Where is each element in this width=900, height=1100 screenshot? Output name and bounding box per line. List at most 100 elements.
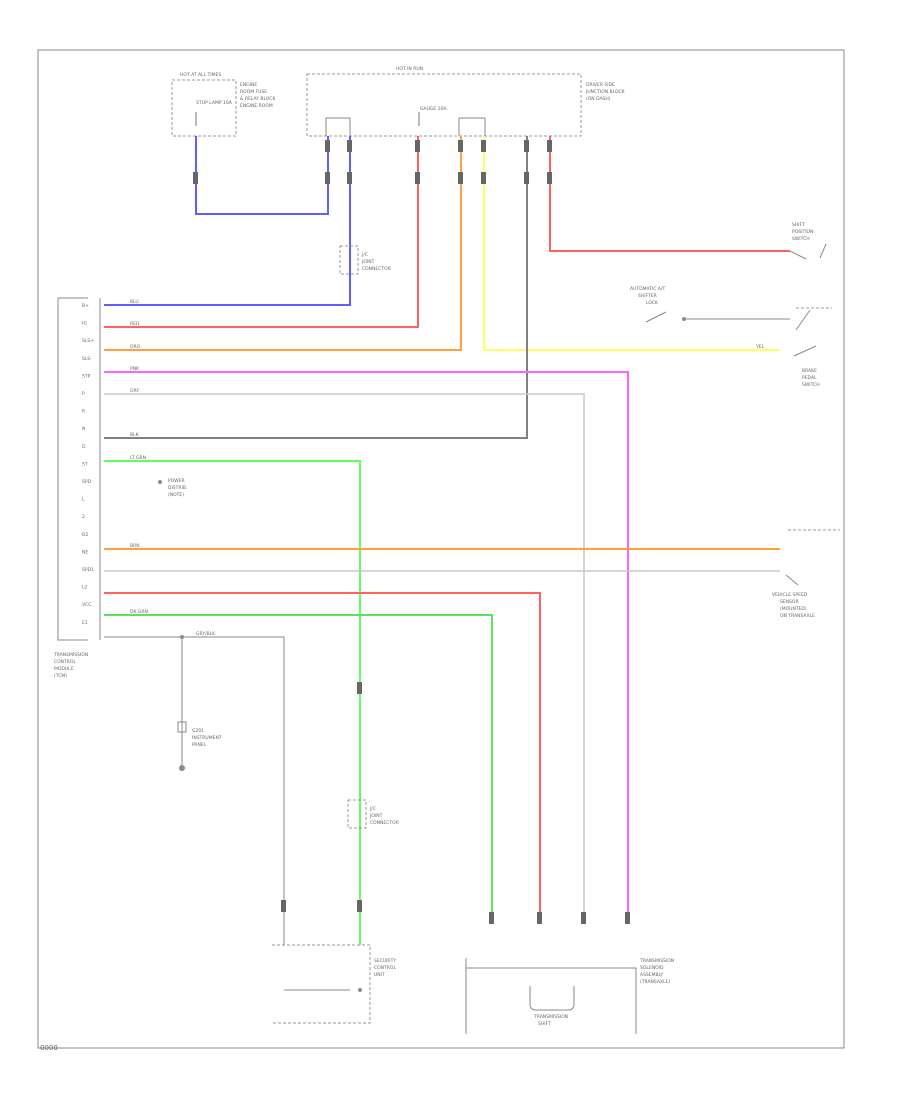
bracket-note-2: DISTRIB. — [168, 485, 187, 491]
speed-sensor-1: VEHICLE SPEED — [772, 592, 808, 598]
jc-mid-label-1: J/C — [369, 806, 376, 812]
wire-label-pnk: PNK — [130, 366, 140, 372]
shift-switch-3: SWITCH — [792, 236, 810, 242]
fuse-main-side-1: DRIVER SIDE — [586, 82, 615, 88]
fuse-box-main: HOT IN RUN GAUGE 10A DRIVER SIDE JUNCTIO… — [306, 66, 626, 137]
jc-mid-label-2: JOINT — [369, 813, 383, 819]
ecm-pin-label: VCC — [82, 602, 91, 608]
fuse-small-title: HOT AT ALL TIMES — [180, 72, 221, 78]
bracket-note-1: POWER — [168, 478, 185, 484]
wire-label-brn: BRN — [130, 543, 140, 549]
solenoid-3: ASSEMBLY — [640, 972, 664, 978]
speed-sensor-4: ON TRANSAXLE — [780, 613, 815, 619]
fuse-main-fuse: GAUGE 10A — [420, 106, 447, 112]
security-unit: SECURITY CONTROL UNIT — [272, 944, 396, 1024]
wire-red-lower — [104, 592, 541, 920]
ecm-pin-label: 2 — [82, 514, 85, 520]
wire-label-org: ORG — [130, 344, 141, 350]
brake-switch-2: PEDAL — [802, 375, 817, 381]
shift-switch-1: SHIFT — [792, 222, 805, 228]
speed-sensor-2: SENSOR — [780, 599, 799, 605]
wire-label-blk: BLK — [130, 432, 140, 438]
ecm-pin-label: B+ — [82, 303, 89, 309]
ecm-pin-label: SPD1 — [82, 567, 94, 573]
diagram-frame — [37, 49, 845, 1049]
wire-label-yel: YEL — [755, 344, 765, 350]
fuse-main-title: HOT IN RUN — [396, 66, 423, 72]
jc-top-label-1: J/C — [361, 252, 368, 258]
ecm-label-1: TRANSMISSION — [53, 652, 88, 658]
ground-label-2: INSTRUMENT — [192, 735, 222, 741]
speed-sensor-top: SHIFT POSITION SWITCH — [789, 222, 827, 260]
ecm-label-2: CONTROL — [54, 659, 76, 665]
solenoid-4: (TRANSAXLE) — [640, 979, 670, 985]
wire-gray-stp — [104, 136, 528, 439]
wire-label-dkgrn: DK GRN — [130, 609, 148, 615]
ecm-pin-label: N — [82, 426, 85, 432]
ecm-pin-labels: B+IGSLS+SLS-STPPRNDSTSPDL2D2NESPD1L2VCCE… — [82, 303, 94, 626]
ecm-pin-label: P — [82, 391, 85, 397]
ecm-pin-label: SLS+ — [82, 338, 94, 344]
ecm-pin-label: SLS- — [82, 356, 92, 362]
fuse-small-side-2: ROOM FUSE — [240, 89, 267, 95]
wire-green-lower — [104, 614, 493, 920]
fuse-small-side-1: ENGINE — [240, 82, 257, 88]
fuse-box-small: HOT AT ALL TIMES STOP LAMP 10A ENGINE RO… — [171, 72, 277, 137]
ecm-pin-label: L2 — [82, 585, 88, 591]
brake-switch: BRAKE PEDAL SWITCH — [793, 307, 832, 388]
fuse-main-bracket-left — [325, 117, 351, 136]
jc-top-label-2: JOINT — [361, 259, 375, 265]
joint-connector-mid: J/C JOINT CONNECTOR — [347, 799, 399, 829]
solenoid-assembly: TRANSMISSION SHIFT TRANSMISSION SOLENOID… — [465, 958, 674, 1034]
ecm-pin-label: D2 — [82, 532, 88, 538]
speed-sensor-3: (MOUNTED) — [780, 606, 807, 612]
auto-switch-3: LOCK — [646, 300, 659, 306]
ecm-pin-label: D — [82, 444, 86, 450]
wire-black-security — [104, 636, 285, 945]
diagram-code: 0000 — [40, 1044, 58, 1052]
wire-label-red: RED — [130, 321, 140, 327]
ecm-pin-label: L — [82, 497, 85, 503]
wire-label-blu: BLU — [130, 299, 139, 305]
wire-green-security — [104, 460, 361, 945]
security-2: CONTROL — [374, 965, 396, 971]
solenoid-1: TRANSMISSION — [639, 958, 674, 964]
auto-switch: AUTOMATIC A/T SHIFTER LOCK — [630, 286, 686, 323]
shift-switch-2: POSITION — [792, 229, 813, 235]
ecm-pin-label: R — [82, 409, 85, 415]
wire-labels: BLU RED ORG PNK GRY BLK LT GRN DK GRN BR… — [130, 299, 765, 637]
auto-switch-2: SHIFTER — [638, 293, 657, 299]
ecm-pin-label: E1 — [82, 620, 88, 626]
ecm-pin-label: STP — [82, 373, 91, 379]
fuse-small-side-3: & RELAY BLOCK — [240, 96, 277, 102]
fuse-main-side-2: JUNCTION BLOCK — [585, 89, 626, 95]
joint-connector-top: J/C JOINT CONNECTOR — [339, 245, 391, 275]
wire-label-gryblk: GRY/BLK — [196, 631, 216, 637]
wire-orange-sls — [104, 136, 462, 351]
ground-label-1: G201 — [192, 728, 204, 734]
wire-blue-ecm — [104, 136, 351, 306]
brake-switch-1: BRAKE — [802, 368, 817, 374]
wire-red-right — [549, 136, 790, 252]
wire-label-gry: GRY — [130, 388, 139, 394]
wire-yellow-brake — [483, 136, 780, 351]
fuse-small-fuse: STOP LAMP 10A — [196, 100, 233, 106]
bracket-note-3: (NOTE) — [168, 492, 184, 498]
brake-switch-3: SWITCH — [802, 382, 820, 388]
solenoid-2: SOLENOID — [640, 965, 664, 971]
jc-top-label-3: CONNECTOR — [362, 266, 391, 272]
fuse-main-side-3: (ON DASH) — [586, 96, 611, 102]
auto-switch-1: AUTOMATIC A/T — [630, 286, 666, 292]
speed-sensor: VEHICLE SPEED SENSOR (MOUNTED) ON TRANSA… — [772, 529, 840, 619]
jc-mid-label-3: CONNECTOR — [370, 820, 399, 826]
wire-pink — [104, 371, 629, 920]
bracket-note: POWER DISTRIB. (NOTE) — [158, 478, 187, 498]
wire-red-ig — [104, 136, 419, 328]
ecm-label-3: MODULE — [54, 666, 74, 672]
ecm-pin-label: SPD — [82, 479, 92, 485]
ecm-label-4: (TCM) — [54, 673, 67, 679]
security-3: UNIT — [374, 972, 385, 978]
ecm-module: TRANSMISSION CONTROL MODULE (TCM) — [53, 297, 101, 679]
ecm-pin-label: IG — [82, 321, 87, 327]
